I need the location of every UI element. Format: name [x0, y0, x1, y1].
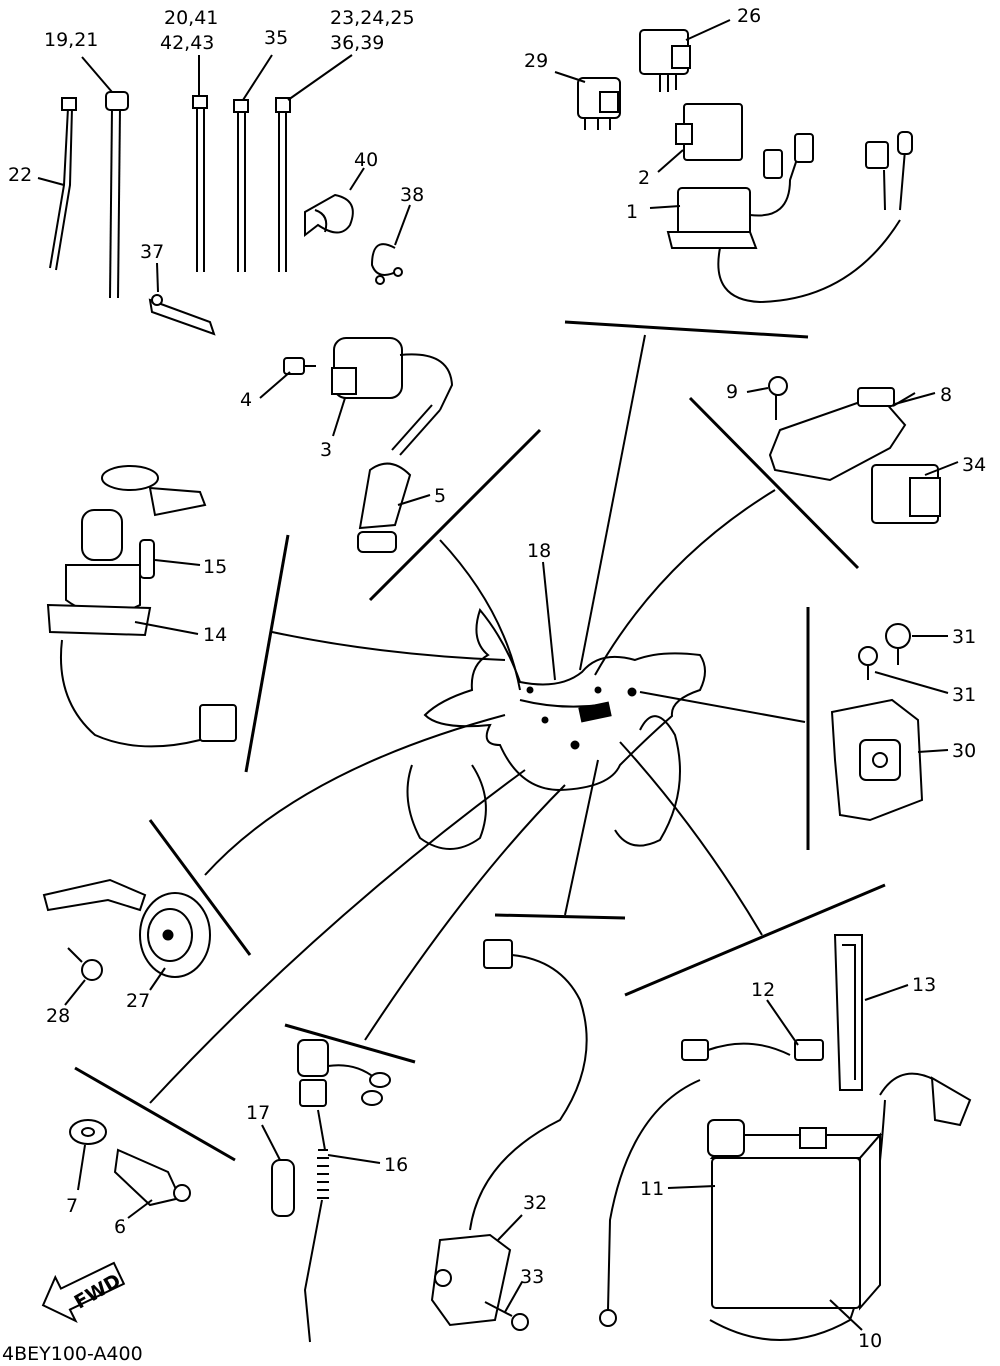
callout-23-24-25: 23,24,25 — [330, 7, 415, 29]
callout-16: 16 — [384, 1154, 408, 1176]
callout-29: 29 — [524, 50, 548, 72]
callout-17: 17 — [246, 1102, 270, 1124]
callout-6: 6 — [114, 1216, 126, 1238]
callout-13: 13 — [912, 974, 936, 996]
callout-8: 8 — [940, 384, 952, 406]
cable-ties — [49, 91, 403, 336]
callout-15: 15 — [203, 556, 227, 578]
callout-34: 34 — [962, 454, 986, 476]
motorcycle-frame — [406, 607, 706, 850]
callout-5: 5 — [434, 485, 446, 507]
callout-42-43: 42,43 — [160, 32, 214, 54]
callout-4: 4 — [240, 389, 252, 411]
connection-leaders — [149, 334, 806, 1104]
callout-38: 38 — [400, 184, 424, 206]
battery-assembly — [599, 934, 972, 1341]
callout-19-21: 19,21 — [44, 29, 98, 51]
group-divider-lines — [74, 320, 886, 1162]
callout-9: 9 — [726, 381, 738, 403]
callout-37: 37 — [140, 241, 164, 263]
horn — [42, 878, 211, 981]
callout-31b: 31 — [952, 684, 976, 706]
rear-stop-switch — [271, 1039, 391, 1343]
callout-31a: 31 — [952, 626, 976, 648]
callout-2: 2 — [638, 167, 650, 189]
callout-18: 18 — [527, 540, 551, 562]
callout-33: 33 — [520, 1266, 544, 1288]
callout-28: 28 — [46, 1005, 70, 1027]
starter-relay — [830, 623, 924, 822]
callout-leaders — [37, 19, 959, 1331]
callout-labels: 19,21 20,41 42,43 35 23,24,25 36,39 26 2… — [2, 5, 986, 1365]
callout-30: 30 — [952, 740, 976, 762]
callout-35: 35 — [264, 27, 288, 49]
callout-1: 1 — [626, 201, 638, 223]
callout-22: 22 — [8, 164, 32, 186]
callout-27: 27 — [126, 990, 150, 1012]
callout-10: 10 — [858, 1330, 882, 1352]
callout-11: 11 — [640, 1178, 664, 1200]
rectifier-regulator — [768, 376, 941, 524]
callout-20-41: 20,41 — [164, 7, 218, 29]
callout-3: 3 — [320, 439, 332, 461]
fwd-arrow-icon: FWD — [41, 1261, 126, 1324]
ignition-coil — [283, 337, 454, 553]
callout-40: 40 — [354, 149, 378, 171]
front-stop-switch — [430, 939, 588, 1331]
neutral-switch — [69, 1119, 191, 1207]
callout-14: 14 — [203, 624, 227, 646]
callout-12: 12 — [751, 979, 775, 1001]
callout-32: 32 — [523, 1192, 547, 1214]
callout-26: 26 — [737, 5, 761, 27]
cdi-unit-relays — [577, 29, 913, 304]
main-switch — [46, 465, 237, 748]
callout-7: 7 — [66, 1195, 78, 1217]
callout-36-39: 36,39 — [330, 32, 384, 54]
diagram-code: 4BEY100-A400 — [2, 1343, 143, 1365]
